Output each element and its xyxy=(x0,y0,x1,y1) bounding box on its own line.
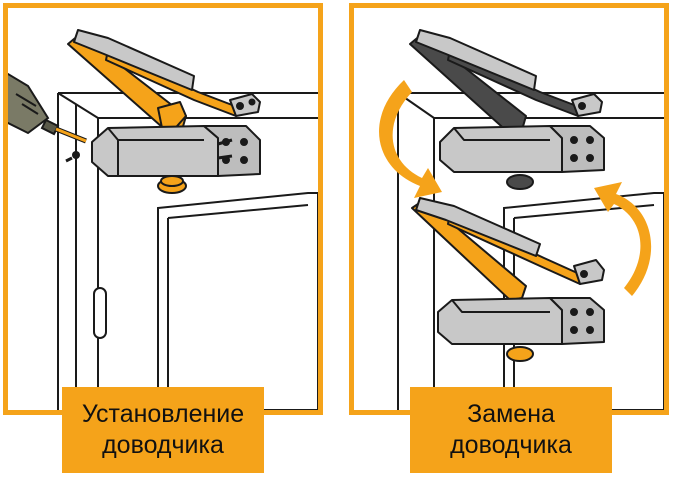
install-caption: Установление доводчика xyxy=(62,387,264,473)
replace-caption-line2: доводчика xyxy=(450,431,572,459)
closer-arm xyxy=(67,29,261,135)
install-caption-line2: доводчика xyxy=(102,431,224,459)
hinge xyxy=(93,287,107,339)
new-closer-body xyxy=(437,297,605,362)
closer-body xyxy=(91,125,261,194)
install-caption-line1: Установление xyxy=(81,400,245,428)
rotate-arrow-icon xyxy=(379,80,652,296)
replace-panel xyxy=(349,3,669,415)
install-illustration xyxy=(8,29,318,410)
old-closer-arm xyxy=(409,29,603,135)
drill-icon xyxy=(8,72,87,144)
new-closer-arm xyxy=(411,197,605,301)
screw-icon xyxy=(65,151,80,163)
old-closer-body xyxy=(439,125,605,190)
install-panel xyxy=(3,3,323,415)
door-leaf xyxy=(157,192,318,410)
replace-caption-line1: Замена xyxy=(467,400,555,428)
replace-illustration xyxy=(379,29,664,410)
replace-caption: Замена доводчика xyxy=(410,387,612,473)
